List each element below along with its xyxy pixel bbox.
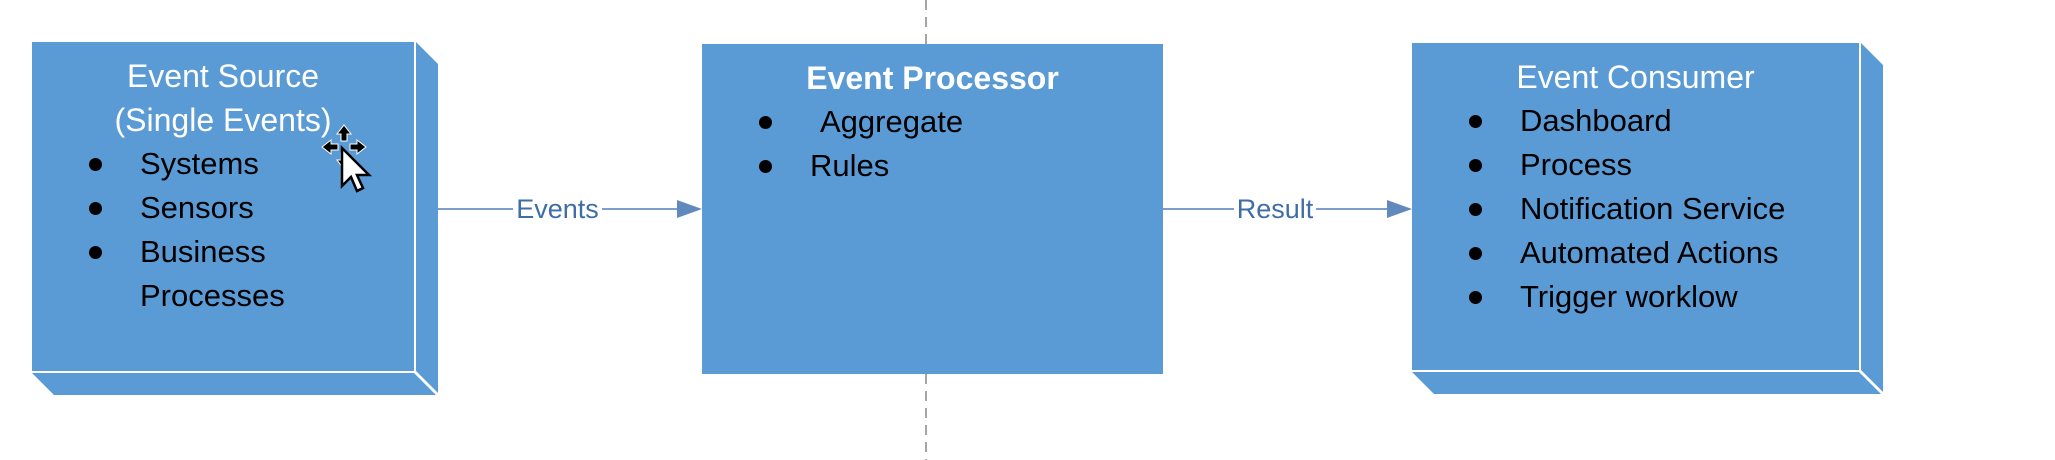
list-item-text: Aggregate — [820, 104, 964, 139]
list-item-text: Systems — [140, 146, 259, 181]
list-item: Automated Actions — [1412, 231, 1859, 275]
arrowhead-right-icon — [1387, 200, 1412, 218]
list-item-text: Trigger worklow — [1520, 279, 1738, 314]
list-item: Dashboard — [1412, 99, 1859, 143]
bullet-dot — [1469, 203, 1482, 216]
event-processor-box[interactable]: Event Processor Aggregate Rules — [702, 44, 1163, 374]
events-connector[interactable]: Events — [438, 194, 703, 224]
connector-line — [1163, 208, 1234, 210]
bullet-dot — [1469, 159, 1482, 172]
box-subtitle: (Single Events) — [114, 102, 332, 138]
move-cursor-icon — [321, 124, 373, 193]
list-item-text: Business Processes — [140, 234, 285, 313]
result-connector[interactable]: Result — [1163, 194, 1412, 224]
list-item-text: Sensors — [140, 190, 254, 225]
box-face: Event Consumer Dashboard Process Notific… — [1412, 43, 1859, 370]
connector-line — [438, 208, 514, 210]
connector-label: Events — [516, 194, 599, 224]
bullet-dot — [89, 246, 102, 259]
box-title: Event Consumer — [1516, 59, 1755, 95]
list-item-text: Dashboard — [1520, 103, 1672, 138]
box-3d-right-face — [416, 42, 438, 393]
box-face: Event Processor Aggregate Rules — [702, 44, 1163, 374]
list-item-text: Notification Service — [1520, 191, 1786, 226]
box-title: Event Source — [126, 58, 320, 94]
list-item: Aggregate — [702, 100, 1163, 144]
bullet-dot — [89, 202, 102, 215]
bullet-dot — [1469, 291, 1482, 304]
bullet-list: Systems Sensors Business Processes — [32, 142, 414, 318]
list-item-text: Rules — [810, 148, 890, 183]
box-3d-bottom-face — [32, 373, 436, 395]
list-item: Rules — [702, 144, 1163, 188]
connector-line — [1316, 208, 1387, 210]
connector-label: Result — [1236, 194, 1314, 224]
bullet-dot — [1469, 115, 1482, 128]
list-item: Notification Service — [1412, 187, 1859, 231]
box-3d-bottom-face — [1412, 372, 1881, 394]
bullet-dot — [89, 158, 102, 171]
list-item-text: Automated Actions — [1520, 235, 1779, 270]
bullet-list: Dashboard Process Notification Service A… — [1412, 99, 1859, 319]
bullet-dot — [759, 160, 772, 173]
list-item: Trigger worklow — [1412, 275, 1859, 319]
list-item: Process — [1412, 143, 1859, 187]
list-item-text: Process — [1520, 147, 1632, 182]
box-face: Event Source (Single Events) Systems Sen… — [32, 42, 414, 371]
list-item: Systems — [32, 142, 414, 186]
bullet-dot — [759, 116, 772, 129]
bullet-dot — [1469, 247, 1482, 260]
connector-line — [601, 208, 678, 210]
event-source-box[interactable]: Event Source (Single Events) Systems Sen… — [32, 42, 438, 395]
arrowhead-right-icon — [677, 200, 703, 218]
box-3d-right-face — [1861, 43, 1883, 392]
box-title: Event Processor — [806, 60, 1059, 96]
bullet-list: Aggregate Rules — [702, 100, 1163, 188]
event-consumer-box[interactable]: Event Consumer Dashboard Process Notific… — [1412, 43, 1883, 394]
list-item: Business Processes — [32, 230, 414, 318]
list-item: Sensors — [32, 186, 414, 230]
